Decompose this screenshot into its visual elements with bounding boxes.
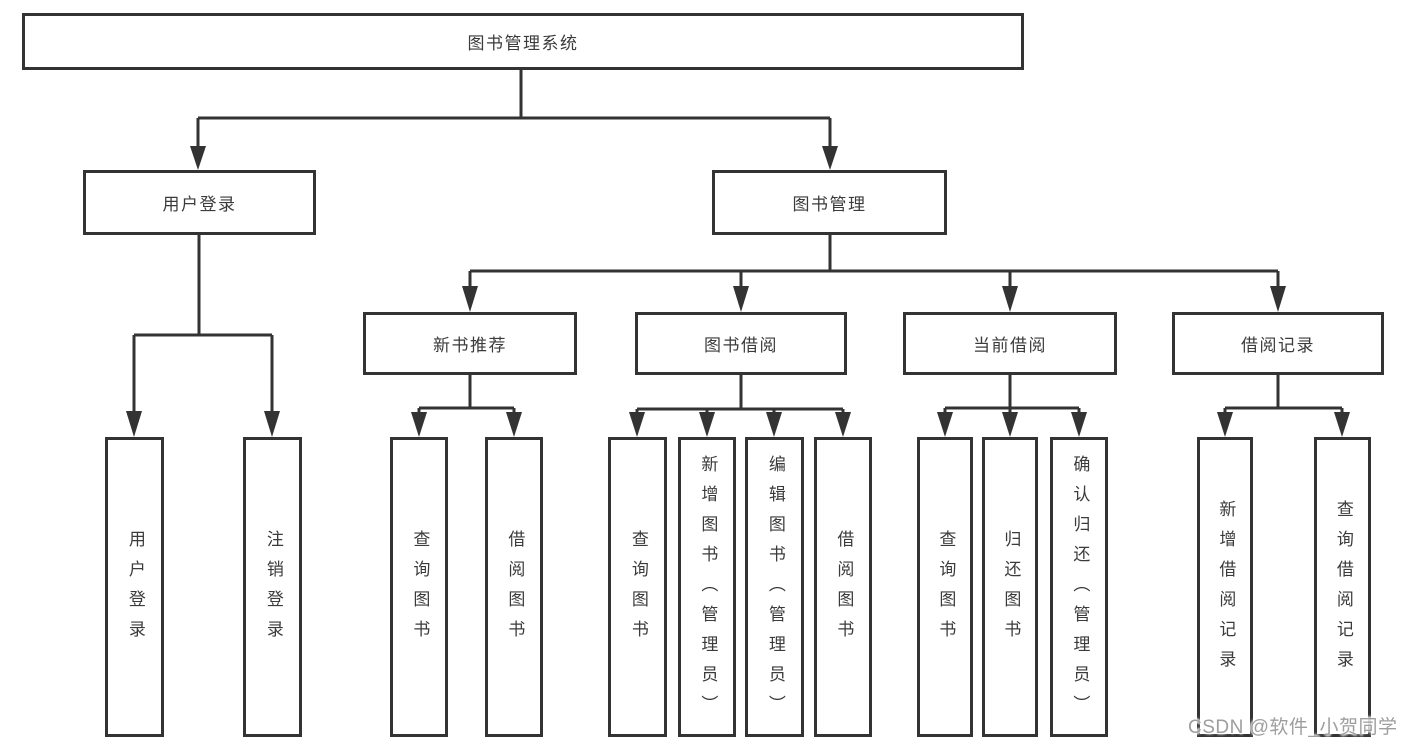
node-book-management: 图书管理 (712, 170, 947, 235)
leaf-logout: 注销登录 (243, 437, 302, 737)
node-new-book-recommend: 新书推荐 (363, 312, 577, 375)
node-root: 图书管理系统 (22, 13, 1024, 70)
leaf-user-login: 用户登录 (105, 437, 164, 737)
csdn-watermark: CSDN @软件_小贺同学 (1188, 717, 1398, 738)
leaf-records-query-record: 查询借阅记录 (1314, 437, 1371, 737)
connector-current-borrowing-to-children (937, 375, 1087, 437)
leaf-borrowing-edit-book-admin: 编辑图书（管理员） (745, 437, 804, 737)
leaf-borrowing-query-book: 查询图书 (608, 437, 667, 737)
node-borrow-records: 借阅记录 (1172, 312, 1384, 375)
connector-book-management-to-level3 (462, 235, 1286, 312)
connector-borrow-records-to-children (1217, 375, 1350, 437)
leaf-records-add-record: 新增借阅记录 (1197, 437, 1253, 737)
node-user-login: 用户登录 (83, 170, 316, 235)
connector-user-login-to-children (126, 235, 280, 437)
leaf-current-return-book: 归还图书 (982, 437, 1038, 737)
leaf-recommend-borrow-book: 借阅图书 (485, 437, 543, 737)
leaf-current-confirm-return-admin: 确认归还（管理员） (1050, 437, 1108, 737)
leaf-current-query-book: 查询图书 (917, 437, 973, 737)
connector-new-book-recommend-to-children (411, 375, 522, 437)
leaf-borrowing-add-book-admin: 新增图书（管理员） (678, 437, 736, 737)
node-book-borrowing: 图书借阅 (635, 312, 847, 375)
leaf-borrowing-borrow-book: 借阅图书 (814, 437, 872, 737)
node-current-borrowing: 当前借阅 (903, 312, 1117, 375)
connector-root-to-level2 (190, 70, 838, 170)
leaf-recommend-query-book: 查询图书 (390, 437, 448, 737)
connector-book-borrowing-to-children (629, 375, 851, 437)
